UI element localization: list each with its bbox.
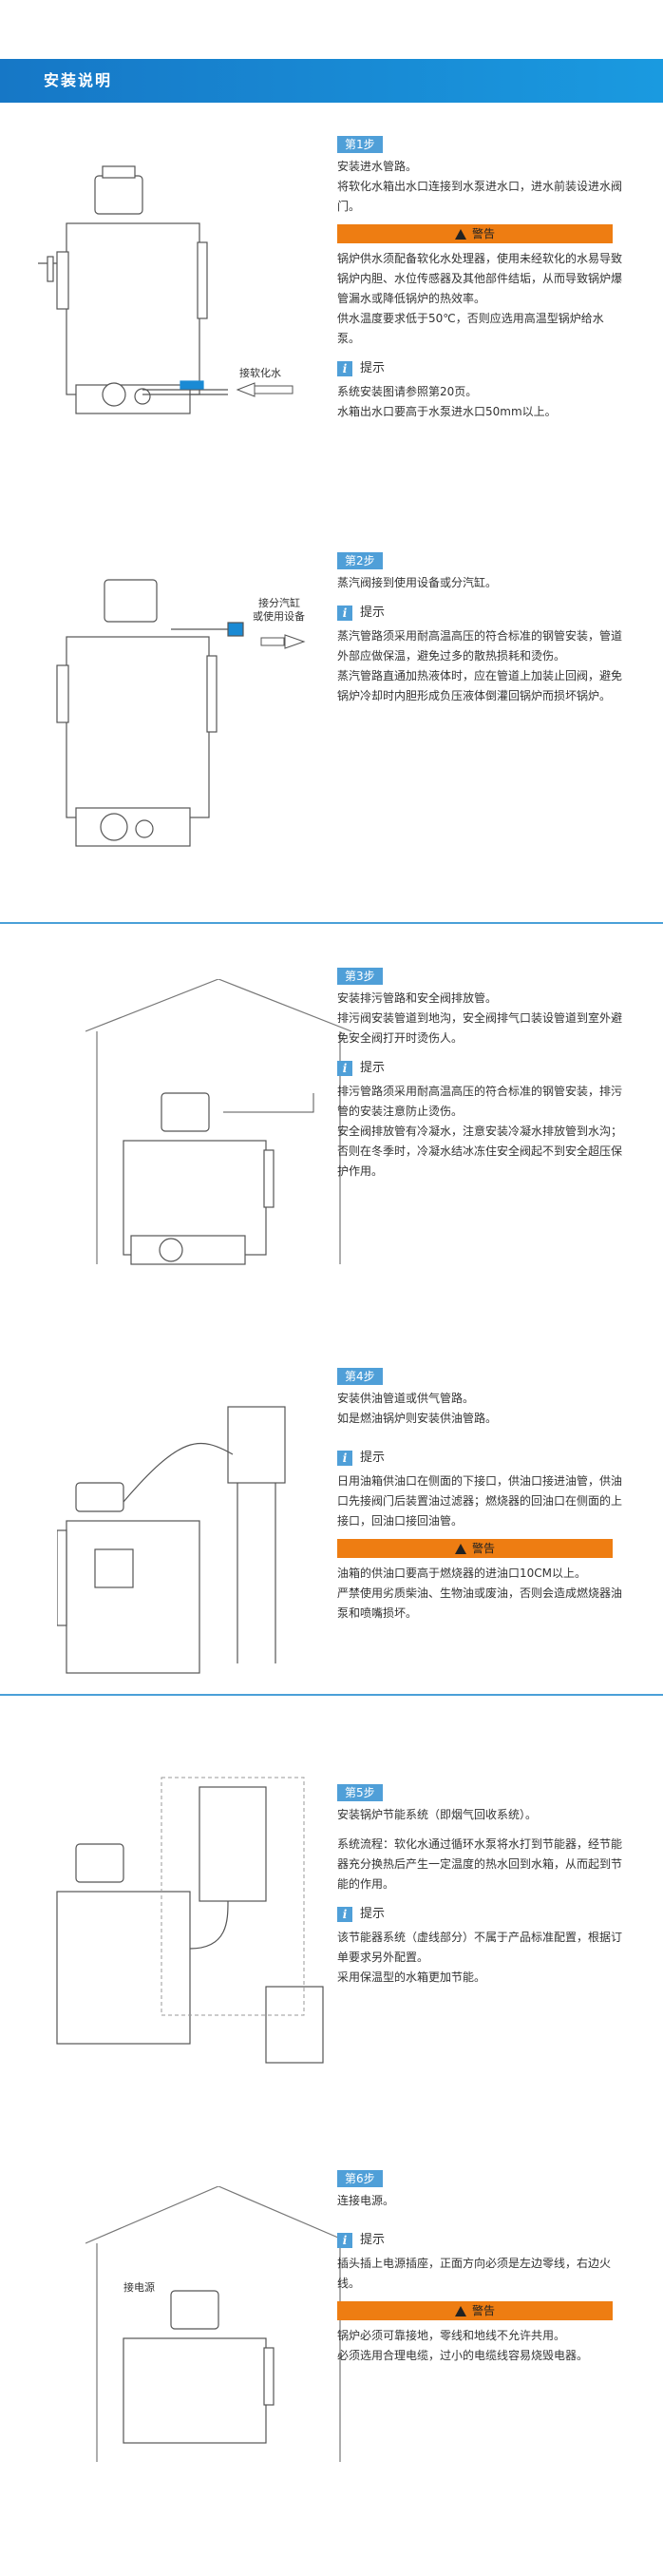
step2-illustration: 接分汽缸 或使用设备 bbox=[38, 570, 342, 875]
step4-badge: 第4步 bbox=[337, 1368, 383, 1385]
info-icon: i bbox=[337, 605, 352, 621]
step6-badge: 第6步 bbox=[337, 2170, 383, 2187]
step4-illustration bbox=[57, 1397, 342, 1682]
step1-warning: 锅炉供水须配备软化水处理器，使用未经软化的水易导致锅炉内胆、水位传感器及其他部件… bbox=[337, 252, 623, 305]
step6-text: 第6步 连接电源。 i 提示 插头插上电源插座，正面方向必须是左边零线，右边火线… bbox=[337, 2169, 622, 2366]
step3-illustration bbox=[85, 979, 370, 1274]
step3-badge: 第3步 bbox=[337, 968, 383, 985]
step2-text: 第2步 蒸汽阀接到使用设备或分汽缸。 i 提示 蒸汽管路须采用耐高温高压的符合标… bbox=[337, 552, 623, 702]
hint-row: i 提示 bbox=[337, 603, 622, 623]
hint-row: i 提示 bbox=[337, 1448, 622, 1468]
info-icon: i bbox=[337, 1060, 352, 1076]
info-icon: i bbox=[337, 1906, 352, 1922]
warning-icon bbox=[454, 1543, 466, 1554]
section-divider bbox=[0, 922, 663, 924]
step1-badge: 第1步 bbox=[337, 136, 383, 153]
step5-badge: 第5步 bbox=[337, 1784, 383, 1801]
step4-text: 第4步 安装供油管道或供气管路。 如是燃油锅炉则安装供油管路。 i 提示 日用油… bbox=[337, 1368, 623, 1620]
hint-row: i 提示 bbox=[337, 1058, 622, 1078]
step1-hint: 系统安装图请参照第20页。 bbox=[337, 385, 478, 398]
step1-hint: 水箱出水口要高于水泵进水口50mm以上。 bbox=[337, 405, 557, 418]
section-divider bbox=[0, 1694, 663, 1696]
info-icon: i bbox=[337, 360, 352, 376]
step1-text: 第1步 安装进水管路。 将软化水箱出水口连接到水泵进水口，进水前装设进水阀门。 … bbox=[337, 135, 622, 422]
warning-icon bbox=[454, 228, 466, 240]
step1-line: 安装进水管路。 bbox=[337, 160, 418, 173]
step1-warning: 供水温度要求低于50℃，否则应选用高温型锅炉给水泵。 bbox=[337, 312, 604, 345]
step2-badge: 第2步 bbox=[337, 552, 383, 569]
svg-text:接电源: 接电源 bbox=[123, 2280, 155, 2294]
step5-text: 第5步 安装锅炉节能系统（即烟气回收系统）。 系统流程：软化水通过循环水泵将水打… bbox=[337, 1784, 623, 1984]
step5-illustration bbox=[47, 1768, 332, 2072]
warning-bar: 警告 bbox=[337, 1539, 613, 1558]
hint-row: i 提示 bbox=[337, 1904, 622, 1924]
warning-bar: 警告 bbox=[337, 2301, 613, 2320]
warning-bar: 警告 bbox=[337, 224, 613, 243]
info-icon: i bbox=[337, 2232, 352, 2248]
hint-row: i 提示 bbox=[337, 2230, 622, 2250]
hint-row: i 提示 bbox=[337, 358, 622, 378]
page-title: 安装说明 bbox=[0, 59, 663, 103]
step1-illustration: 接软化水 bbox=[38, 157, 323, 433]
svg-text:接分汽缸: 接分汽缸 bbox=[258, 596, 300, 609]
info-icon: i bbox=[337, 1450, 352, 1466]
step3-text: 第3步 安装排污管路和安全阀排放管。 排污阀安装管道到地沟，安全阀排气口装设管道… bbox=[337, 968, 623, 1178]
warning-icon bbox=[454, 2305, 466, 2316]
step1-line: 将软化水箱出水口连接到水泵进水口，进水前装设进水阀门。 bbox=[337, 180, 623, 213]
svg-text:或使用设备: 或使用设备 bbox=[253, 609, 305, 623]
step6-illustration: 接电源 bbox=[85, 2186, 370, 2471]
inlet-label: 接软化水 bbox=[239, 366, 281, 379]
